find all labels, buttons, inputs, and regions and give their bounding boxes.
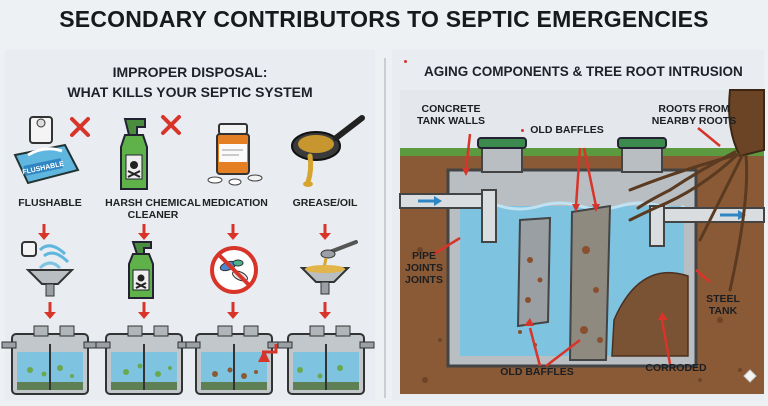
page-title: SECONDARY CONTRIBUTORS TO SEPTIC EMERGEN… bbox=[59, 6, 709, 32]
label-roots-line1: ROOTS FROM bbox=[658, 103, 730, 115]
label-old-baffles-bottom: OLD BAFFLES bbox=[500, 366, 574, 378]
label-corroded: CORRODED bbox=[645, 362, 707, 374]
label-pipe-line3: JOINTS bbox=[405, 274, 443, 286]
label-steel-line1: STEEL bbox=[706, 293, 740, 305]
no-pills-icon bbox=[210, 246, 258, 294]
label-pipe-line1: PIPE bbox=[412, 250, 436, 262]
right-heading: AGING COMPONENTS & TREE ROOT INTRUSION bbox=[424, 64, 743, 79]
down-arrows-row2 bbox=[44, 302, 331, 319]
label-roots-line2: NEARBY ROOTS bbox=[651, 115, 737, 127]
left-heading-line1: IMPROPER DISPOSAL: bbox=[112, 64, 268, 80]
pill-bottle-icon bbox=[207, 123, 263, 186]
label-pipe-line2: JOINTS bbox=[405, 262, 443, 274]
item-label-chemical-line2: CLEANER bbox=[127, 209, 179, 221]
toilet-drain-icon bbox=[21, 241, 75, 297]
frying-pan-icon bbox=[291, 115, 365, 187]
label-concrete-line1: CONCRETE bbox=[421, 103, 481, 115]
mini-septic-tanks bbox=[1, 325, 375, 395]
wet-wipes-icon: FLUSHABLE bbox=[13, 116, 90, 185]
label-steel-line2: TANK bbox=[708, 305, 738, 317]
left-heading-line2: WHAT KILLS YOUR SEPTIC SYSTEM bbox=[67, 84, 313, 100]
red-marker bbox=[404, 60, 407, 63]
spray-bottle-icon bbox=[120, 115, 181, 190]
item-label-medication: MEDICATION bbox=[202, 197, 268, 209]
label-concrete-line2: TANK WALLS bbox=[416, 115, 486, 127]
item-label-grease: GREASE/OIL bbox=[292, 197, 358, 209]
down-arrows-row1 bbox=[38, 224, 331, 240]
item-label-chemical-line1: HARSH CHEMICAL bbox=[105, 197, 201, 209]
panel-divider bbox=[384, 58, 386, 398]
septic-tank-diagram bbox=[399, 89, 765, 394]
label-old-baffles-top: OLD BAFFLES bbox=[530, 124, 604, 136]
red-marker-baffles bbox=[521, 129, 524, 132]
spray-bottle-small-icon bbox=[128, 241, 154, 299]
grease-funnel-icon bbox=[299, 240, 358, 295]
item-label-flushable: FLUSHABLE bbox=[18, 197, 82, 209]
